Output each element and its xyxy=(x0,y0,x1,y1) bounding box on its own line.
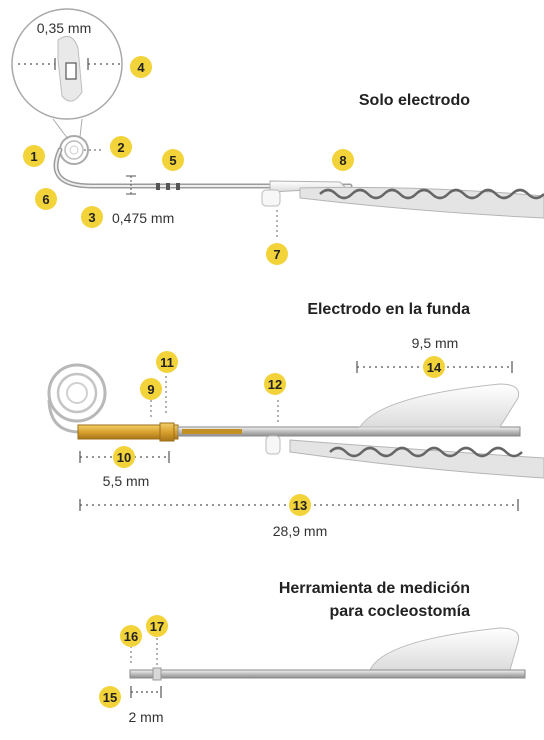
steel-shaft xyxy=(177,426,521,437)
callout-9: 9 xyxy=(140,378,162,400)
svg-text:14: 14 xyxy=(427,360,442,375)
callout-5: 5 xyxy=(162,149,184,171)
magnifier-detail xyxy=(11,8,123,140)
svg-text:13: 13 xyxy=(293,498,307,513)
svg-text:12: 12 xyxy=(268,377,282,392)
dimension-total-length xyxy=(79,499,519,511)
callout-1: 1 xyxy=(23,145,45,167)
callout-16: 16 xyxy=(120,625,142,647)
callout-7: 7 xyxy=(266,243,288,265)
svg-text:8: 8 xyxy=(339,153,346,168)
measure-handle-length: 9,5 mm xyxy=(412,335,459,351)
measure-marker-span: 5,5 mm xyxy=(103,473,150,489)
callout-12: 12 xyxy=(264,373,286,395)
measure-total-length: 28,9 mm xyxy=(273,523,327,539)
measurement-tool xyxy=(129,627,526,681)
callout-15: 15 xyxy=(99,686,121,708)
measure-electrode-diameter: 0,475 mm xyxy=(112,210,174,226)
title-solo-electrodo: Solo electrodo xyxy=(359,92,470,109)
insertion-handle xyxy=(359,383,520,428)
dimension-tool-depth xyxy=(130,686,162,698)
svg-text:11: 11 xyxy=(160,355,174,370)
callout-14: 14 xyxy=(423,356,445,378)
svg-text:3: 3 xyxy=(88,210,95,225)
electrode-lead-solo xyxy=(53,147,353,195)
gold-sheath xyxy=(77,422,179,442)
svg-text:4: 4 xyxy=(137,60,145,75)
dimension-handle-length xyxy=(356,361,513,373)
callout-11: 11 xyxy=(156,351,178,373)
svg-text:5: 5 xyxy=(169,153,176,168)
title-herramienta-line2: para cocleostomía xyxy=(330,603,471,620)
callout-4: 4 xyxy=(130,56,152,78)
callout-2: 2 xyxy=(110,136,132,158)
title-herramienta-line1: Herramienta de medición xyxy=(279,580,470,597)
stylet-clip-funda xyxy=(265,400,281,455)
measure-tool-depth: 2 mm xyxy=(129,709,164,725)
callout-6: 6 xyxy=(35,188,57,210)
svg-text:1: 1 xyxy=(30,149,37,164)
svg-text:7: 7 xyxy=(273,247,280,262)
svg-text:10: 10 xyxy=(117,450,131,465)
callout-10: 10 xyxy=(113,446,135,468)
svg-text:2: 2 xyxy=(117,140,124,155)
callout-3: 3 xyxy=(81,206,103,228)
measure-tip-width: 0,35 mm xyxy=(37,20,91,36)
dimension-marker-span xyxy=(79,451,170,463)
coil-tip xyxy=(59,135,104,165)
svg-text:15: 15 xyxy=(103,690,117,705)
svg-text:6: 6 xyxy=(42,192,49,207)
callout-17: 17 xyxy=(146,615,168,637)
coil-funda xyxy=(47,363,107,434)
lead-body-solo xyxy=(299,186,544,219)
lead-body-funda xyxy=(289,439,544,479)
callout-8: 8 xyxy=(332,149,354,171)
svg-text:17: 17 xyxy=(150,619,164,634)
callout-13: 13 xyxy=(289,494,311,516)
svg-text:16: 16 xyxy=(124,629,138,644)
svg-text:9: 9 xyxy=(147,382,154,397)
title-electrodo-funda: Electrodo en la funda xyxy=(307,301,470,318)
